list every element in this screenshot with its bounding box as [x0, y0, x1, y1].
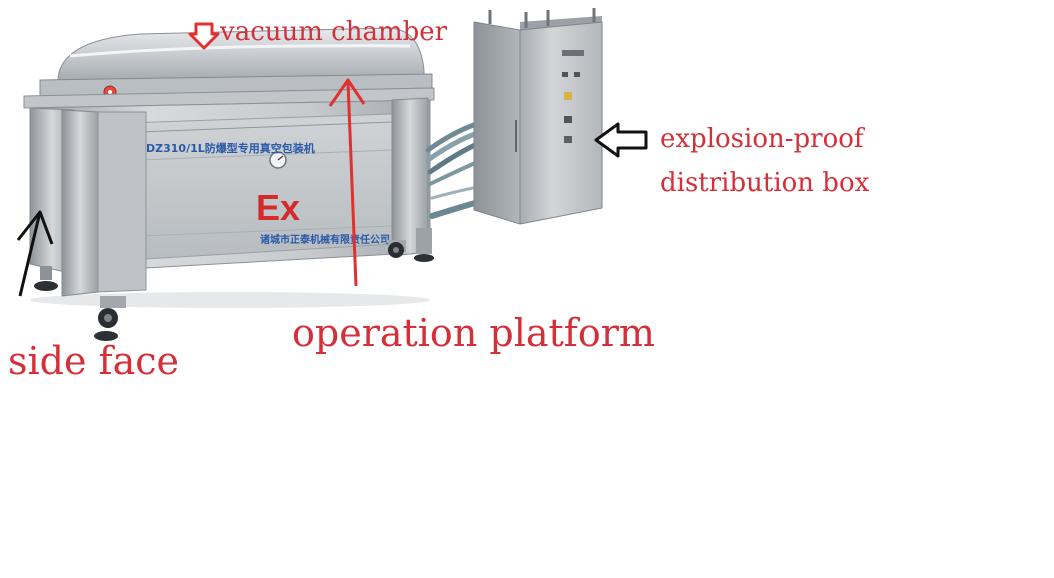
ex-brand-mark: Ex [256, 187, 300, 228]
front-panel [95, 113, 393, 263]
vacuum-chamber-lid [39, 27, 433, 99]
vacuum-chamber-label: vacuum chamber [220, 17, 448, 47]
vacuum-packaging-machine: DZ310/1L防爆型专用真空包装机 Ex 诸城市正泰机械有限责任公司 [23, 27, 435, 341]
down-arrow-icon [188, 22, 220, 50]
side-face-panel [29, 107, 147, 297]
pressure-gauge-icon [269, 151, 287, 169]
operation-platform-label: operation platform [292, 311, 655, 355]
up-arrow-icon [328, 78, 366, 287]
machine-model-text: DZ310/1L防爆型专用真空包装机 [146, 141, 315, 155]
manufacturer-text: 诸城市正泰机械有限责任公司 [260, 233, 390, 246]
distribution-box [473, 8, 603, 225]
left-arrow-icon [594, 122, 648, 158]
explosion-proof-label: explosion-proof [660, 124, 864, 154]
distribution-box-label: distribution box [660, 168, 870, 198]
side-face-label: side face [8, 339, 180, 383]
side-face-arrow-icon [16, 210, 54, 297]
caster-wheel-icon [34, 228, 434, 341]
